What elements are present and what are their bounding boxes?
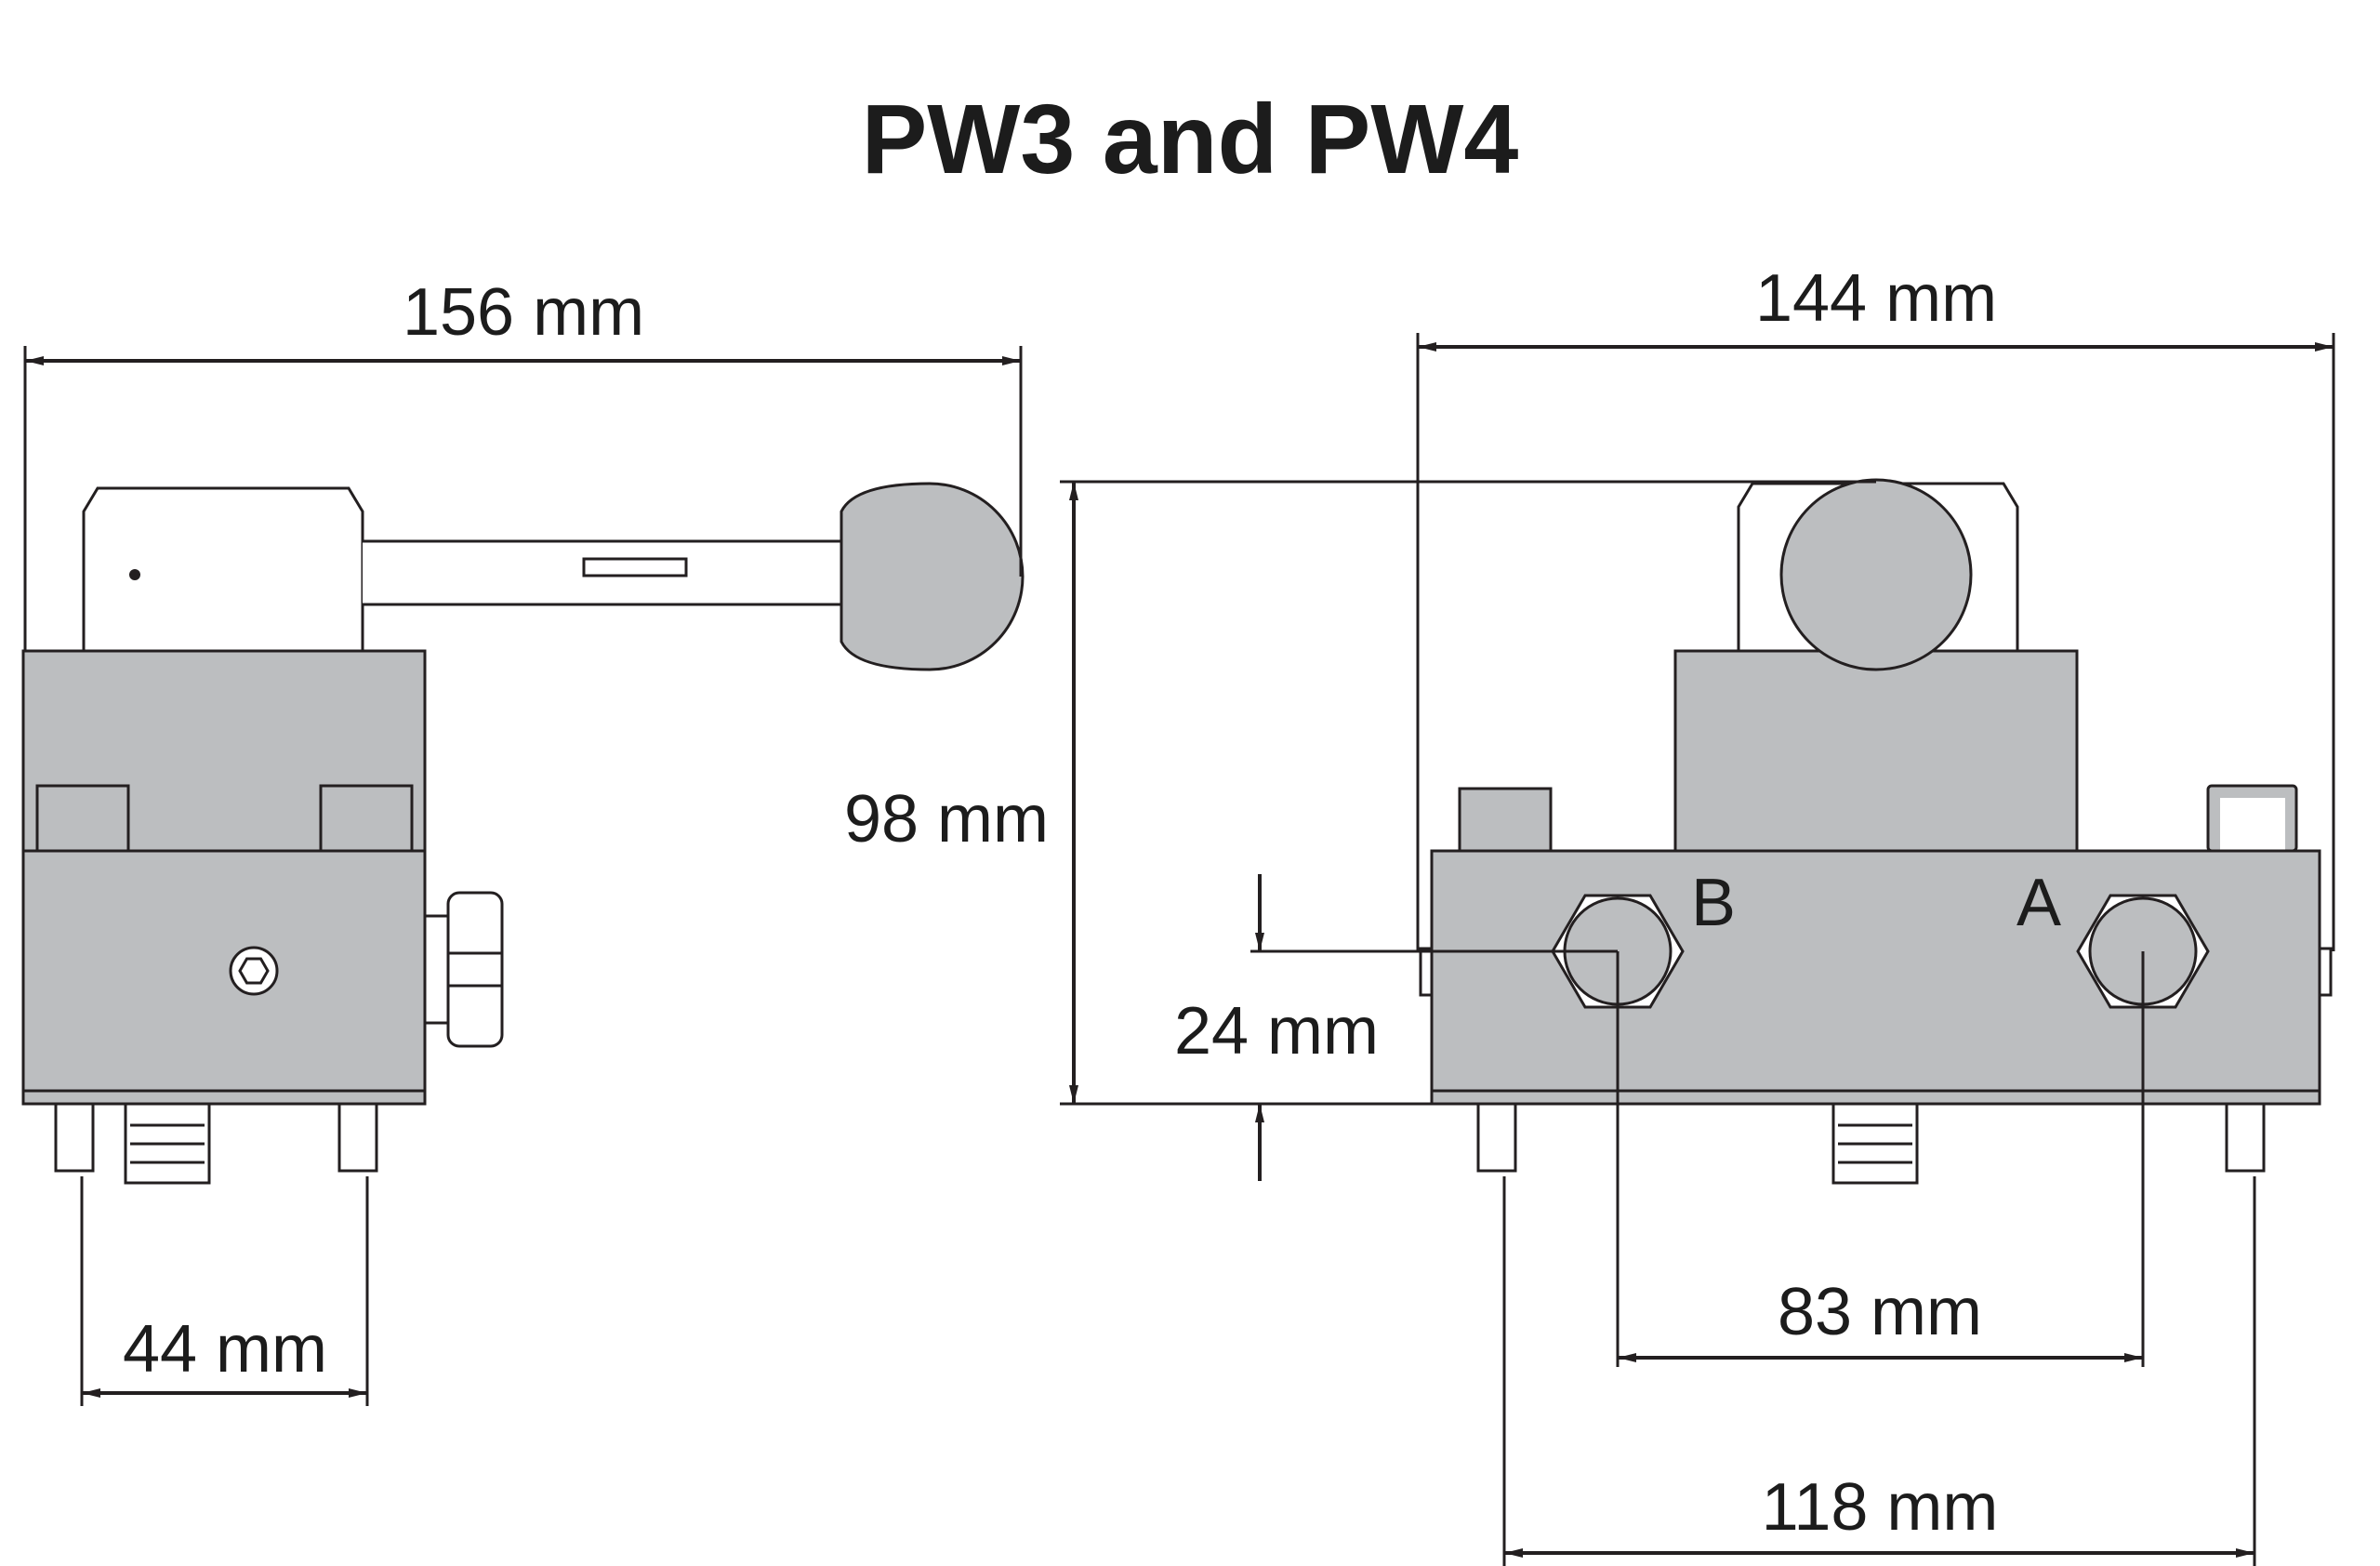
dim-label-98: 98 mm bbox=[844, 782, 1049, 856]
front-view: B A bbox=[1419, 478, 2333, 1185]
lever-slot bbox=[582, 557, 688, 577]
front-lever-knob bbox=[1779, 478, 1973, 671]
lever-knob bbox=[840, 482, 1025, 671]
front-bolt-right bbox=[2225, 1102, 2266, 1173]
side-bolt-left bbox=[54, 1102, 95, 1173]
dim-label-156: 156 mm bbox=[403, 275, 644, 350]
front-left-stop bbox=[1458, 787, 1553, 854]
side-view bbox=[21, 482, 1025, 1185]
drawing-title: PW3 and PW4 bbox=[861, 85, 1519, 194]
dimensions: 156 mm 144 mm 98 mm 24 mm 44 mm bbox=[23, 261, 2335, 1566]
side-fitting-nut bbox=[446, 891, 504, 1048]
dim-label-24: 24 mm bbox=[1174, 994, 1379, 1068]
port-b-label: B bbox=[1691, 866, 1736, 940]
dim-label-118: 118 mm bbox=[1762, 1470, 1999, 1545]
side-left-stop bbox=[35, 784, 130, 853]
side-marker-dot bbox=[129, 569, 140, 580]
side-right-stop bbox=[319, 784, 414, 853]
side-fitting-base bbox=[423, 914, 450, 1025]
dim-label-144: 144 mm bbox=[1755, 261, 1997, 336]
side-lower-body bbox=[21, 849, 427, 1093]
dim-label-83: 83 mm bbox=[1778, 1275, 1982, 1349]
front-base-plate bbox=[1430, 1089, 2321, 1106]
front-upper-body bbox=[1673, 649, 2079, 853]
hex-socket-inner bbox=[238, 957, 270, 985]
front-bolt-left bbox=[1476, 1102, 1517, 1173]
dim-label-44: 44 mm bbox=[123, 1312, 327, 1387]
side-base-plate bbox=[21, 1089, 427, 1106]
hex-socket-icon bbox=[229, 946, 279, 996]
side-bolt-right bbox=[337, 1102, 378, 1173]
side-top-block bbox=[82, 486, 364, 653]
port-a-label: A bbox=[2016, 866, 2061, 940]
